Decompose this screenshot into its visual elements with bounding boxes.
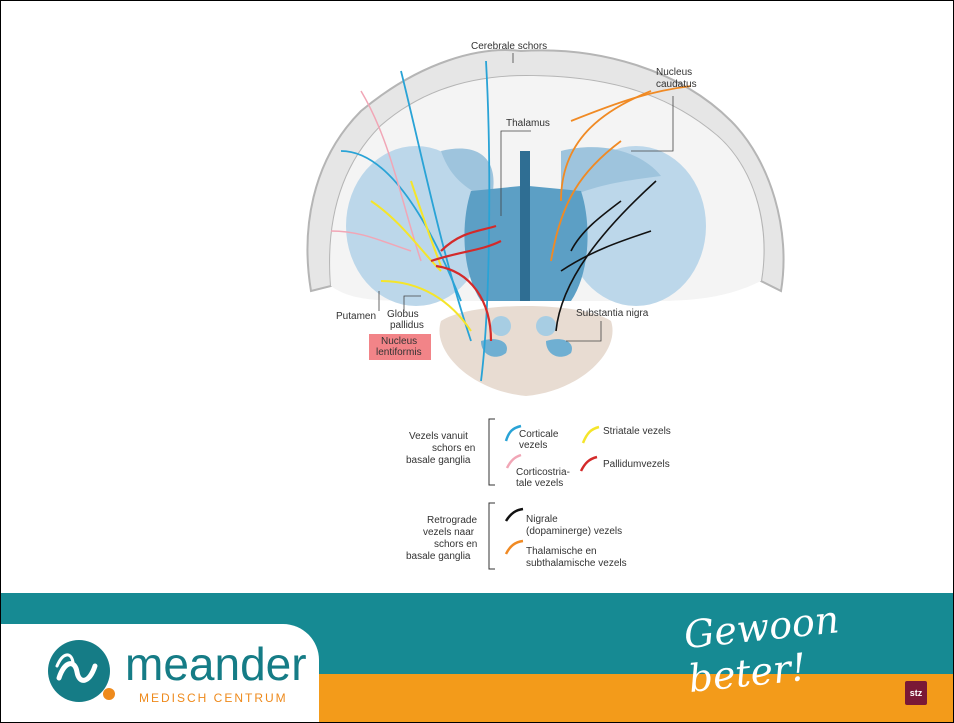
label-nucleus-caudatus-1: Nucleus (656, 67, 692, 78)
legend-striatale: Striatale vezels (603, 426, 671, 437)
label-cerebrale-schors: Cerebrale schors (471, 41, 547, 52)
legend-thalamische-swatch (506, 541, 523, 554)
label-nucleus-lentiformis-2: lentiformis (376, 347, 422, 358)
legend-bracket-2 (489, 503, 495, 569)
stz-badge: stz (905, 681, 927, 705)
legend-nigrale-swatch (506, 509, 523, 521)
legend-striatale-swatch (583, 427, 599, 443)
label-globus-pallidus-1: Globus (387, 309, 419, 320)
legend-pallidum: Pallidumvezels (603, 459, 670, 470)
label-nucleus-lentiformis-1: Nucleus (381, 336, 417, 347)
legend-group1-line1: Vezels vanuit (409, 431, 468, 442)
legend-group2-line1: Retrograde (427, 515, 477, 526)
meander-logo-icon (41, 638, 119, 704)
legend-pallidum-swatch (581, 457, 597, 471)
label-substantia-nigra: Substantia nigra (576, 308, 649, 319)
legend-group1-line2: schors en (432, 443, 475, 454)
midline (520, 151, 530, 301)
legend-group2-line3: schors en (434, 539, 477, 550)
label-nucleus-caudatus-2: caudatus (656, 79, 697, 90)
logo-subtitle: MEDISCH CENTRUM (139, 691, 288, 705)
left-nucleus-circle (491, 316, 511, 336)
legend-group2-line4: basale ganglia (406, 551, 471, 562)
legend-group1-line3: basale ganglia (406, 455, 471, 466)
label-globus-pallidus-2: pallidus (390, 320, 424, 331)
label-thalamus: Thalamus (506, 118, 550, 129)
legend-nigrale-1: Nigrale (526, 514, 558, 525)
legend: Vezels vanuit schors en basale ganglia C… (406, 419, 671, 569)
brainstem (439, 306, 612, 396)
legend-corticale-1: Corticale (519, 429, 559, 440)
thalamus-shape-right (529, 186, 588, 301)
legend-bracket-1 (489, 419, 495, 485)
legend-group2-line2: vezels naar (423, 527, 475, 538)
legend-corticale-2: vezels (519, 440, 547, 451)
legend-corticostriatale-2: tale vezels (516, 478, 563, 489)
legend-corticostriatale-1: Corticostria- (516, 467, 570, 478)
right-nucleus-circle (536, 316, 556, 336)
label-putamen: Putamen (336, 311, 376, 322)
legend-nigrale-2: (dopaminerge) vezels (526, 526, 622, 537)
legend-thalamische-1: Thalamische en (526, 546, 597, 557)
logo-wordmark: meander (125, 637, 307, 691)
legend-thalamische-2: subthalamische vezels (526, 558, 627, 569)
